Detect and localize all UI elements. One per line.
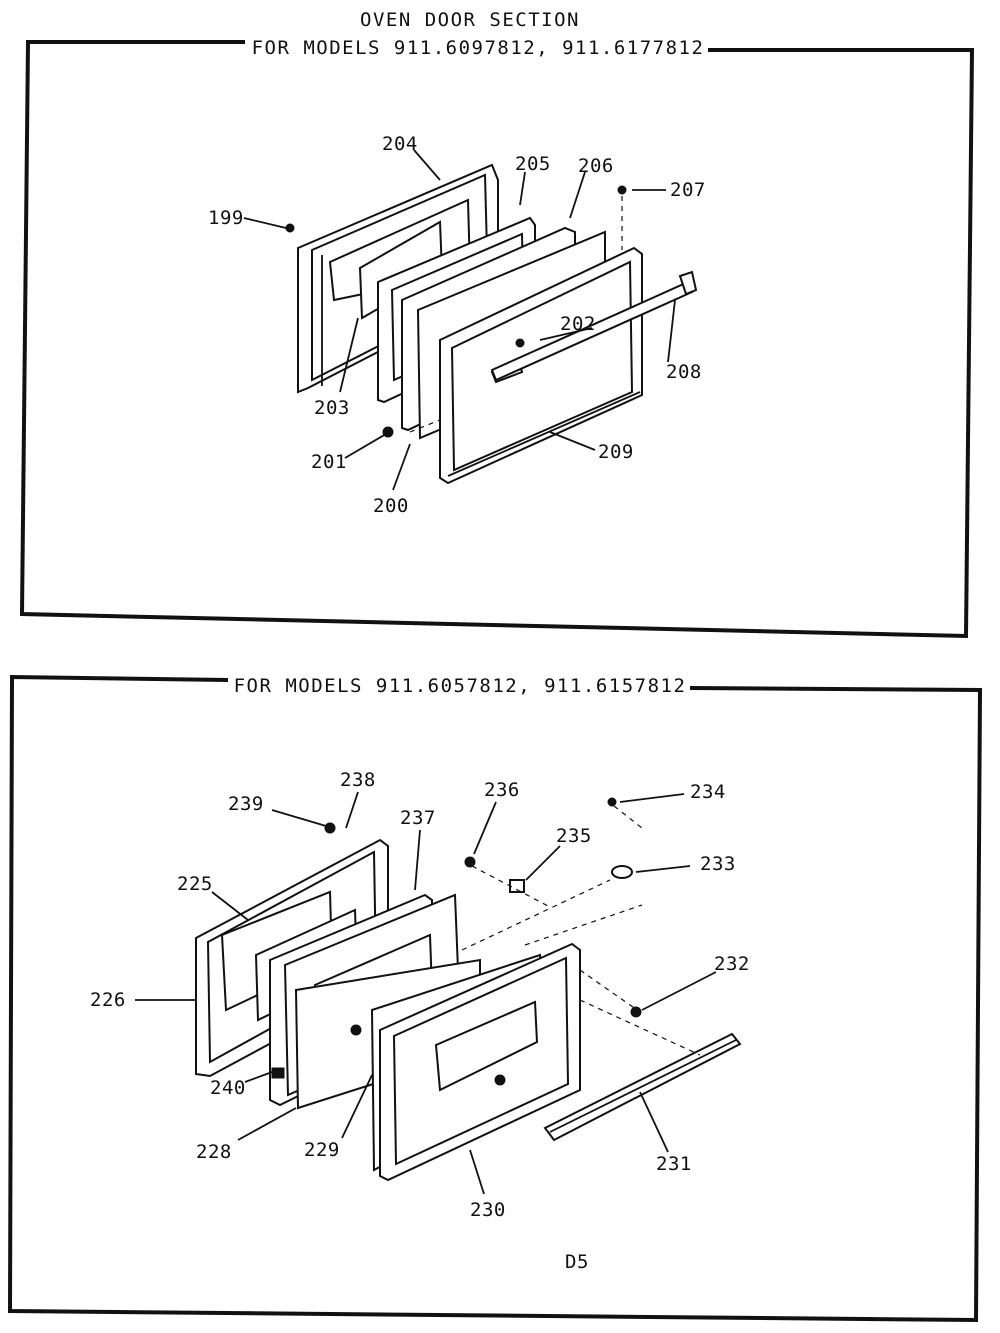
top-section-frame (19, 40, 975, 639)
callout-234: 234 (690, 781, 726, 803)
callout-229: 229 (304, 1139, 340, 1161)
bottom-section-frame (7, 674, 983, 1323)
top-door-assembly (285, 163, 698, 485)
callout-204: 204 (382, 133, 418, 155)
callout-225: 225 (177, 873, 213, 895)
bottom-door-assembly (195, 797, 742, 1182)
callout-199: 199 (208, 207, 244, 229)
callout-201: 201 (311, 451, 347, 473)
callout-236: 236 (484, 779, 520, 801)
callout-208: 208 (666, 361, 702, 383)
callout-205: 205 (515, 153, 551, 175)
bottom-models-caption: FOR MODELS 911.6057812, 911.6157812 (234, 675, 687, 697)
callout-238: 238 (340, 769, 376, 791)
callout-231: 231 (656, 1153, 692, 1175)
callout-235: 235 (556, 825, 592, 847)
callout-230: 230 (470, 1199, 506, 1221)
diagram-title: OVEN DOOR SECTION (360, 9, 580, 31)
callout-209: 209 (598, 441, 634, 463)
callout-226: 226 (90, 989, 126, 1011)
callout-239: 239 (228, 793, 264, 815)
callout-233: 233 (700, 853, 736, 875)
callout-228: 228 (196, 1141, 232, 1163)
callout-203: 203 (314, 397, 350, 419)
top-models-caption: FOR MODELS 911.6097812, 911.6177812 (252, 37, 705, 59)
top-leader-lines (243, 149, 676, 491)
callout-202: 202 (560, 313, 596, 335)
callout-240: 240 (210, 1077, 246, 1099)
callout-232: 232 (714, 953, 750, 975)
callout-207: 207 (670, 179, 706, 201)
callout-237: 237 (400, 807, 436, 829)
callout-200: 200 (373, 495, 409, 517)
callout-206: 206 (578, 155, 614, 177)
bottom-leader-lines (135, 791, 717, 1195)
page-number: D5 (565, 1251, 589, 1273)
